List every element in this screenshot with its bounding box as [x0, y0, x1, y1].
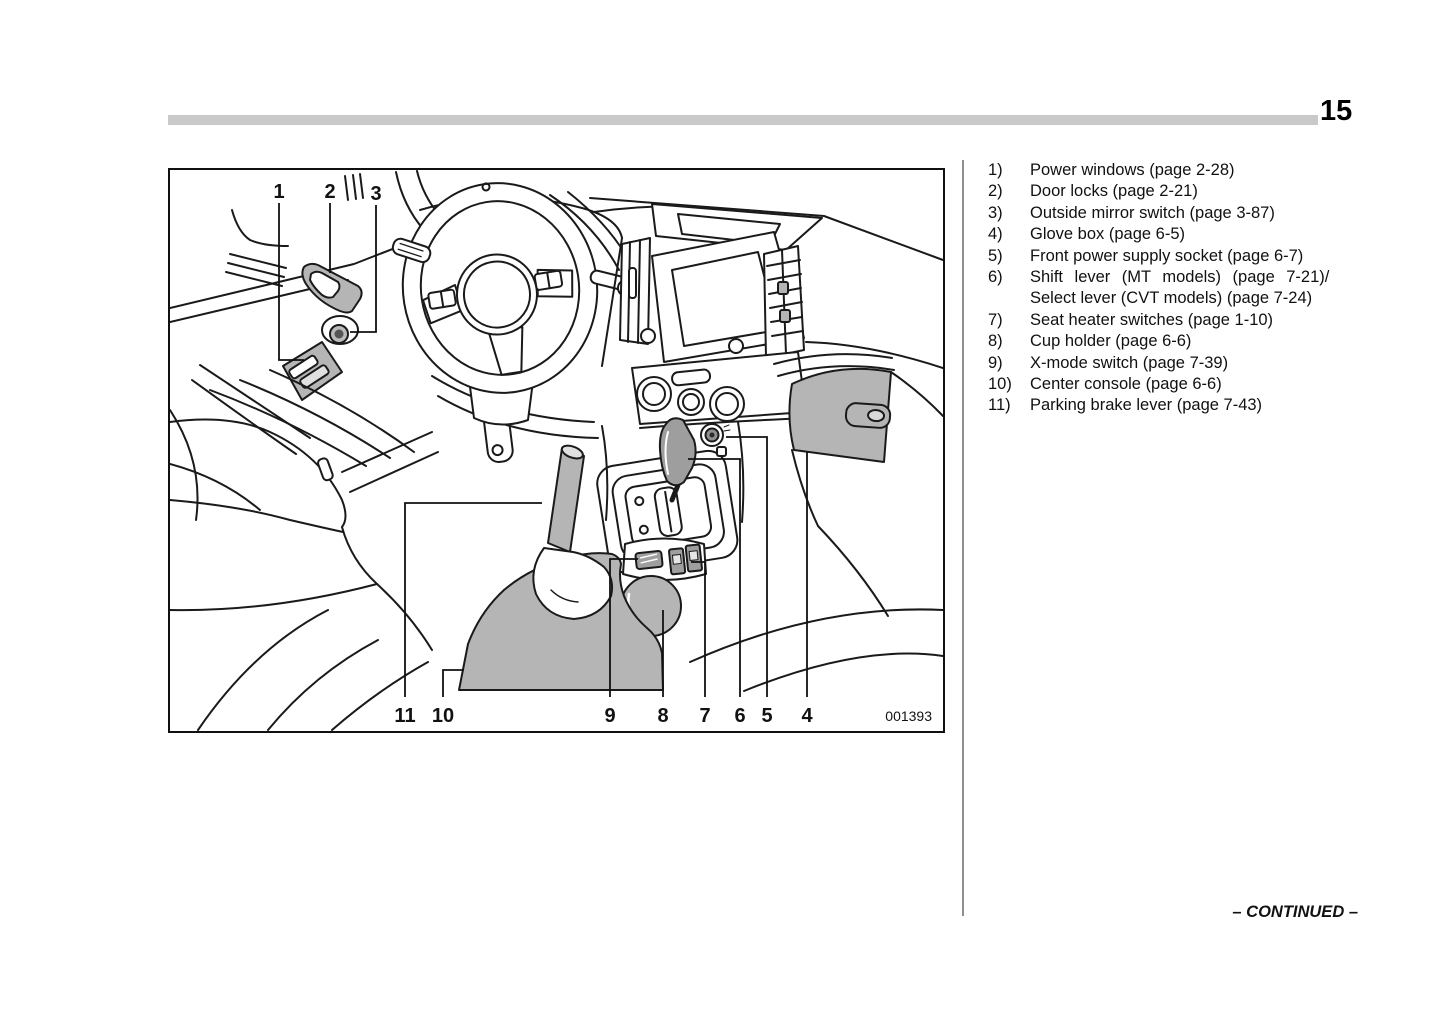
legend-item-text: Shift lever (MT models) (page 7-21)/ Sel…	[1030, 267, 1360, 310]
parking-brake-lever	[532, 444, 614, 620]
legend-item-text: Cup holder (page 6-6)	[1030, 332, 1192, 351]
callout-numbers: 1 2 3 11 10 9 8 7 6 5 4	[273, 181, 813, 727]
legend-item-number: 4)	[988, 225, 1003, 244]
callout-4: 4	[801, 705, 813, 727]
legend-list: 1) Power windows (page 2-28) 2) Door loc…	[988, 160, 1360, 417]
legend-item-text: Parking brake lever (page 7-43)	[1030, 396, 1263, 415]
callout-11: 11	[394, 705, 415, 727]
legend-item-text: X-mode switch (page 7-39)	[1030, 353, 1229, 372]
legend-item-9: 9) X-mode switch (page 7-39)	[988, 353, 1360, 374]
dash-screw-left	[640, 328, 656, 344]
legend-item-3: 3) Outside mirror switch (page 3-87)	[988, 203, 1360, 224]
legend-item-number: 5)	[988, 246, 1003, 265]
passenger-dashboard	[773, 341, 943, 417]
legend-item-number: 9)	[988, 353, 1003, 372]
console-switch-panel	[622, 537, 707, 581]
legend-item-number: 3)	[988, 203, 1003, 222]
legend-item-number: 8)	[988, 332, 1003, 351]
door-lock-handle	[301, 262, 363, 314]
legend-item-6: 6) Shift lever (MT models) (page 7-21)/ …	[988, 267, 1360, 310]
glove-box	[788, 367, 892, 463]
legend-item-1: 1) Power windows (page 2-28)	[988, 160, 1360, 181]
turn-signal-stalk	[391, 237, 432, 264]
right-air-vent	[763, 245, 805, 359]
callout-5: 5	[761, 705, 772, 727]
legend-item-2: 2) Door locks (page 2-21)	[988, 181, 1360, 202]
legend-item-11: 11) Parking brake lever (page 7-43)	[988, 395, 1360, 416]
passenger-seat	[689, 449, 943, 692]
header-rule-bar	[168, 115, 1318, 125]
legend-item-text: Door locks (page 2-21)	[1030, 182, 1198, 201]
legend-item-10: 10) Center console (page 6-6)	[988, 374, 1360, 395]
continued-footer: – CONTINUED –	[1232, 903, 1358, 921]
page-number: 15	[1320, 95, 1353, 127]
shift-lever	[658, 417, 697, 503]
callout-3: 3	[370, 183, 381, 205]
legend-item-text: Glove box (page 6-5)	[1030, 225, 1186, 244]
legend-item-8: 8) Cup holder (page 6-6)	[988, 331, 1360, 352]
legend-item-text: Front power supply socket (page 6-7)	[1030, 246, 1304, 265]
legend-item-number: 1)	[988, 161, 1003, 179]
legend-item-5: 5) Front power supply socket (page 6-7)	[988, 246, 1360, 267]
legend-item-number: 2)	[988, 182, 1003, 201]
power-window-switches	[282, 341, 343, 401]
callout-6: 6	[734, 705, 745, 727]
seat-heater-switches	[668, 543, 703, 576]
steering-wheel	[401, 182, 599, 394]
dash-screw-right	[728, 338, 744, 354]
x-mode-switch	[634, 549, 664, 571]
legend-item-text: Power windows (page 2-28)	[1030, 161, 1235, 179]
car-interior-line-drawing: 1 2 3 11 10 9 8 7 6 5 4 001393	[170, 170, 943, 731]
legend-item-7: 7) Seat heater switches (page 1-10)	[988, 310, 1360, 331]
climate-control-panel	[631, 351, 811, 429]
callout-10: 10	[432, 705, 454, 727]
callout-8: 8	[657, 705, 668, 727]
driver-seat	[170, 369, 509, 731]
legend-item-number: 11)	[988, 396, 1011, 415]
legend-item-text-line2: Select lever (CVT models) (page 7-24)	[1030, 289, 1313, 308]
callout-2: 2	[324, 181, 335, 203]
legend-item-text: Seat heater switches (page 1-10)	[1030, 310, 1274, 329]
callout-1: 1	[273, 181, 284, 203]
legend-item-text-line1: Shift lever (MT models) (page 7-21)/	[1030, 268, 1330, 287]
legend-item-text: Center console (page 6-6)	[1030, 375, 1222, 394]
figure-code: 001393	[885, 708, 932, 724]
vertical-divider	[962, 160, 964, 916]
callout-lines	[278, 203, 808, 697]
power-supply-socket	[700, 423, 731, 457]
legend-item-number: 10)	[988, 375, 1012, 394]
legend-item-4: 4) Glove box (page 6-5)	[988, 224, 1360, 245]
legend-item-number: 6)	[988, 268, 1003, 287]
callout-9: 9	[604, 705, 615, 727]
left-air-vent	[619, 237, 651, 345]
legend-item-number: 7)	[988, 310, 1003, 329]
legend-item-text: Outside mirror switch (page 3-87)	[1030, 203, 1275, 222]
console-edge-left	[601, 425, 609, 521]
outside-mirror-switch	[321, 315, 359, 345]
console-edge-right	[737, 421, 745, 523]
interior-diagram-figure: 1 2 3 11 10 9 8 7 6 5 4 001393	[168, 168, 945, 733]
callout-7: 7	[699, 705, 710, 727]
